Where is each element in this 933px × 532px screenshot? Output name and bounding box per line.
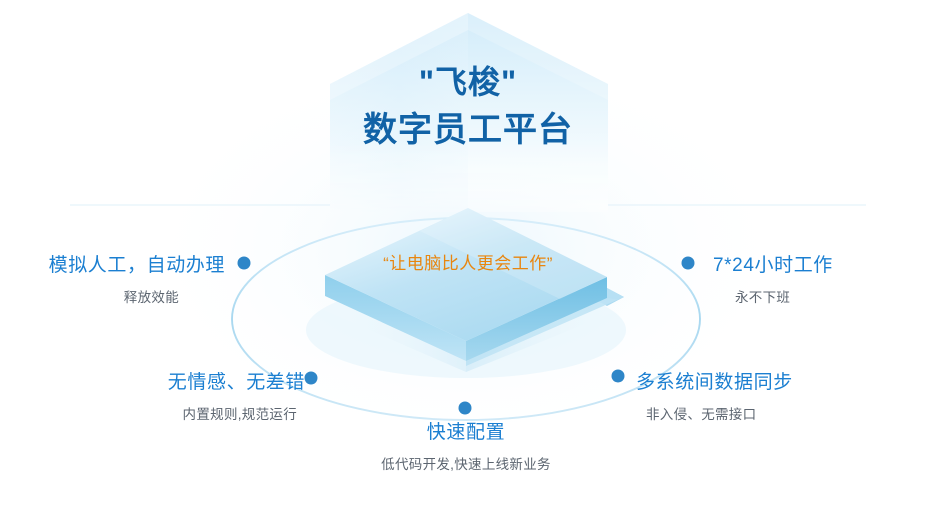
feature-title: 无情感、无差错 [167,372,305,393]
feature-label-always-on: 7*24小时工作 永不下班 [713,250,933,306]
platform-slogan: “让电脑比人更会工作” [383,254,553,273]
feature-title: 7*24小时工作 [713,255,833,276]
feature-label-simulate-manual: 模拟人工，自动办理 释放效能 [0,250,225,306]
feature-subtitle: 永不下班 [735,290,791,305]
orbit-dot-multi-system-sync [611,369,625,383]
feature-subtitle: 内置规则,规范运行 [182,407,297,422]
orbit-dot-no-emotion-no-error [304,371,318,385]
feature-title: 模拟人工，自动办理 [48,255,225,276]
feature-subtitle: 非入侵、无需接口 [646,407,757,422]
feature-subtitle: 低代码开发,快速上线新业务 [381,457,551,472]
orbit-dots [237,256,695,415]
feature-label-no-emotion-no-error: 无情感、无差错 内置规则,规范运行 [45,367,305,423]
feature-subtitle: 释放效能 [123,290,179,305]
isometric-platform [300,208,640,378]
feature-title: 多系统间数据同步 [636,372,793,393]
feature-title: 快速配置 [426,422,506,443]
orbit-dot-simulate-manual [237,256,251,270]
feature-label-fast-config: 快速配置 低代码开发,快速上线新业务 [336,417,596,473]
hexagon-banner [330,13,608,212]
orbit-dot-fast-config [458,401,472,415]
orbit-dot-always-on [681,256,695,270]
feature-label-multi-system-sync: 多系统间数据同步 非入侵、无需接口 [636,367,896,423]
